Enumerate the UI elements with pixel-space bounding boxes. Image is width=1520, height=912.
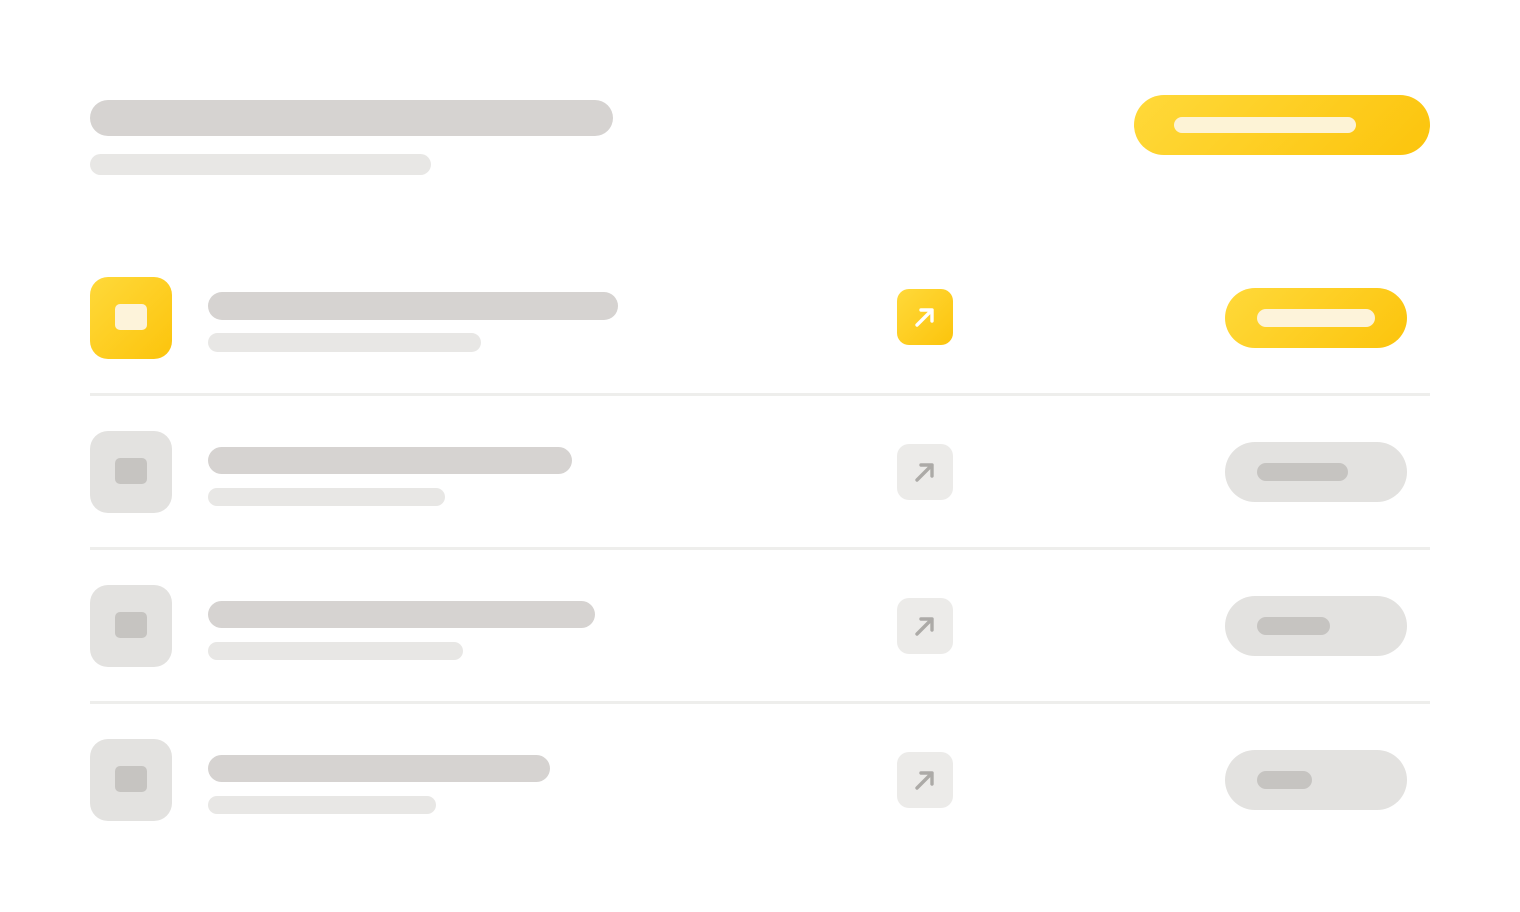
row-action-label-placeholder <box>1257 771 1312 789</box>
row-thumbnail-inner <box>115 612 147 638</box>
row-title <box>208 292 618 320</box>
open-button[interactable] <box>897 752 953 808</box>
row-thumbnail-inner <box>115 766 147 792</box>
row-thumbnail-inner <box>115 458 147 484</box>
open-button[interactable] <box>897 598 953 654</box>
primary-action-label-placeholder <box>1174 117 1356 133</box>
primary-action-button[interactable] <box>1134 95 1430 155</box>
page-title <box>90 100 613 136</box>
row-subtitle <box>208 796 436 814</box>
row-action-label-placeholder <box>1257 309 1375 327</box>
row-title <box>208 755 550 782</box>
row-thumbnail <box>90 739 172 821</box>
row-action-label-placeholder <box>1257 463 1348 481</box>
row-action-button[interactable] <box>1225 596 1407 656</box>
open-button[interactable] <box>897 444 953 500</box>
row-thumbnail <box>90 431 172 513</box>
page-title-text <box>90 100 91 101</box>
row-thumbnail <box>90 585 172 667</box>
arrow-up-right-icon <box>915 771 934 790</box>
row-action-button[interactable] <box>1225 442 1407 502</box>
row-action-label-placeholder <box>1257 617 1330 635</box>
row-divider <box>90 547 1430 550</box>
row-divider <box>90 393 1430 396</box>
open-button[interactable] <box>897 289 953 345</box>
row-action-button[interactable] <box>1225 750 1407 810</box>
arrow-up-right-icon <box>915 308 934 327</box>
row-subtitle <box>208 333 481 352</box>
row-thumbnail-inner <box>115 304 147 330</box>
row-title <box>208 447 572 474</box>
row-divider <box>90 701 1430 704</box>
page-subtitle-text <box>90 154 91 155</box>
row-subtitle <box>208 642 463 660</box>
row-subtitle <box>208 488 445 506</box>
row-action-button[interactable] <box>1225 288 1407 348</box>
row-title <box>208 601 595 628</box>
row-thumbnail <box>90 277 172 359</box>
page-subtitle <box>90 154 431 175</box>
arrow-up-right-icon <box>915 617 934 636</box>
primary-action-label <box>1134 95 1135 96</box>
arrow-up-right-icon <box>915 463 934 482</box>
